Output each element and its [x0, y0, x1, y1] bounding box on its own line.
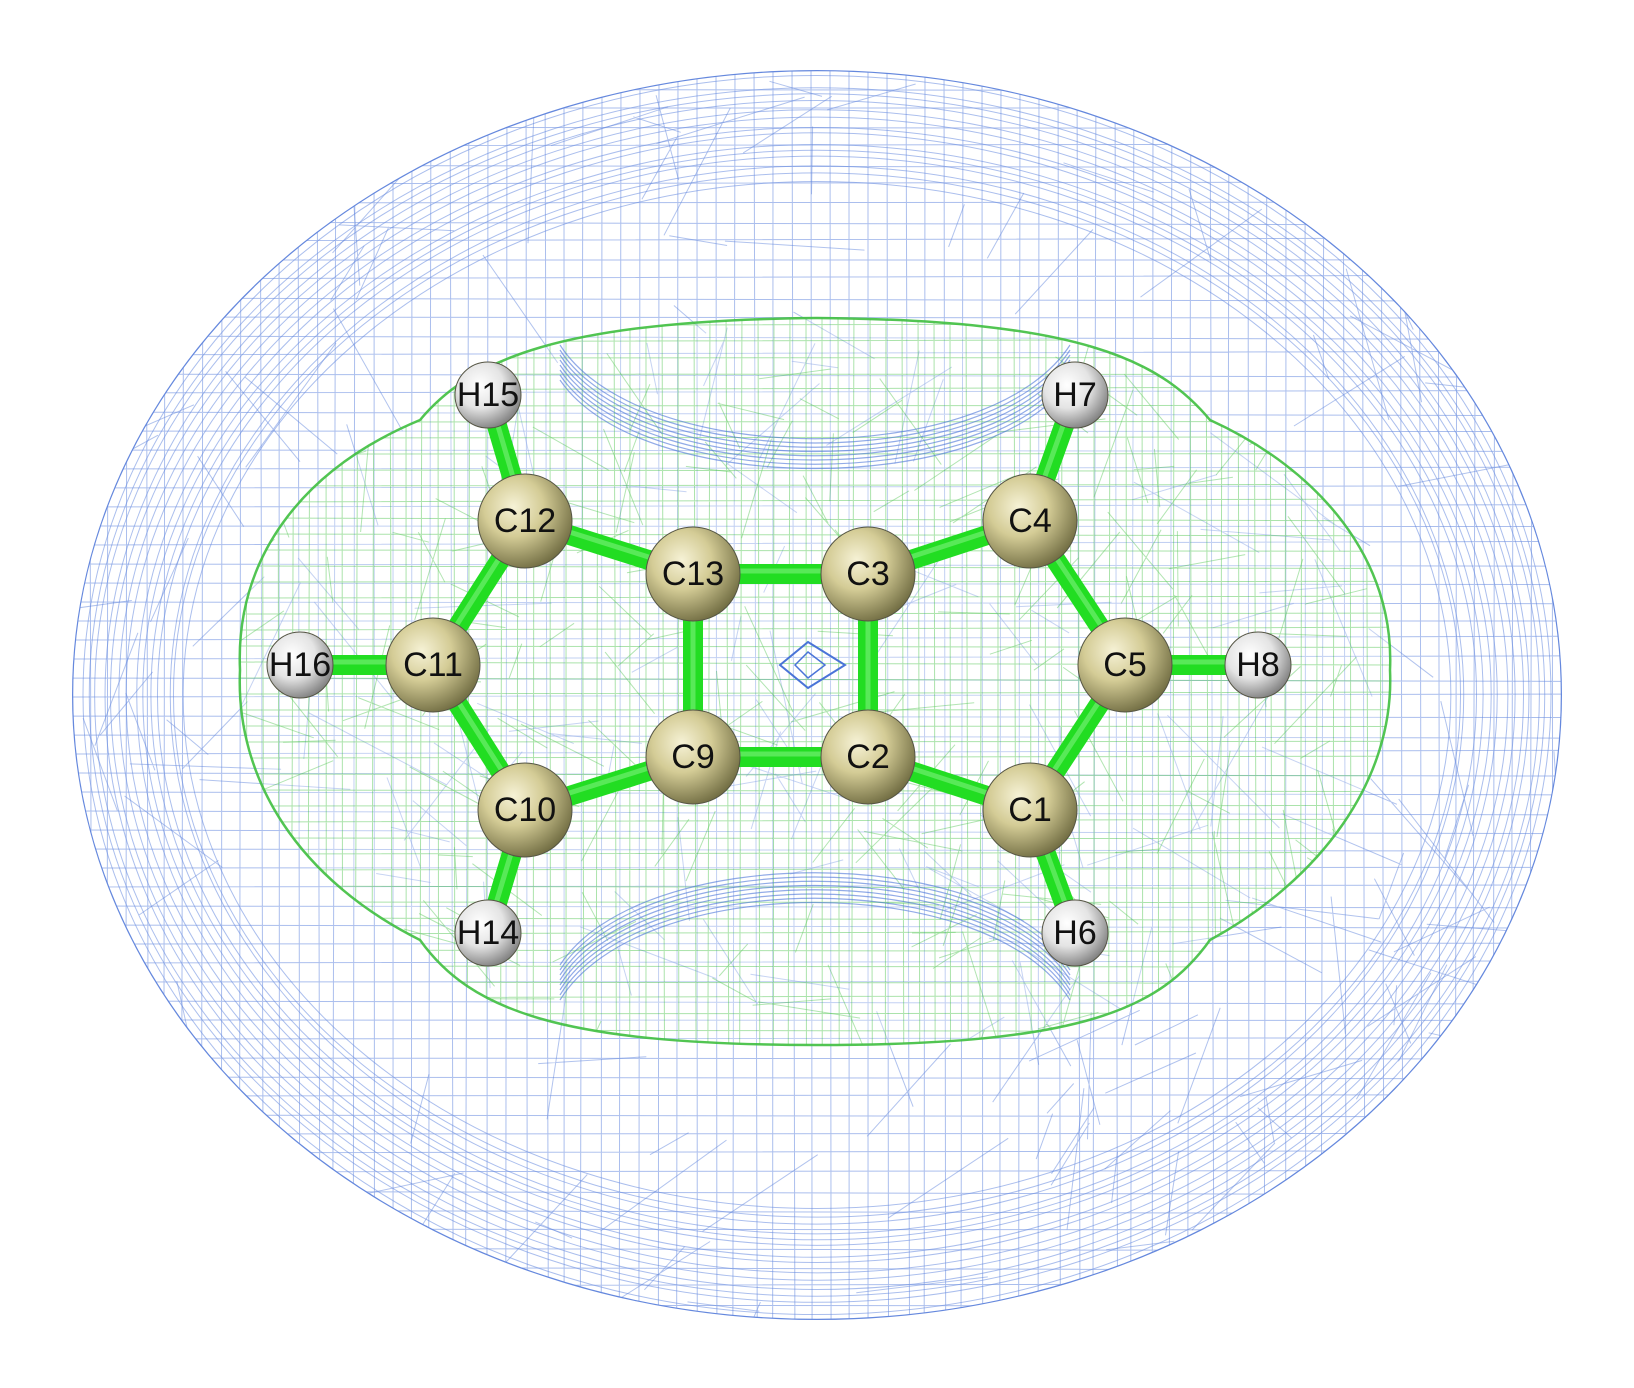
atom-sphere[interactable] [1041, 899, 1109, 967]
isosurface-depression [559, 897, 1071, 996]
atom-sphere[interactable] [1041, 361, 1109, 429]
atom-c3[interactable]: C3 [820, 526, 916, 622]
isosurface-depression [559, 364, 1071, 457]
atom-label: C11 [403, 646, 463, 684]
atom-h14[interactable]: H14 [454, 899, 522, 967]
atom-label: H7 [1053, 376, 1096, 414]
isosurface-depression [559, 359, 1071, 453]
atom-c10[interactable]: C10 [477, 762, 573, 858]
atom-c13[interactable]: C13 [645, 526, 741, 622]
atom-label: C10 [494, 791, 556, 829]
atom-label: H6 [1053, 914, 1096, 952]
atom-sphere[interactable] [477, 473, 573, 569]
isosurface-depression [559, 354, 1071, 448]
isosurface-depression [559, 884, 1071, 981]
atom-label: C4 [1008, 502, 1051, 540]
atom-label: H15 [457, 376, 519, 414]
isosurface-depression [559, 880, 1071, 976]
atom-sphere[interactable] [982, 473, 1078, 569]
atom-sphere[interactable] [820, 526, 916, 622]
atom-label: H14 [457, 914, 519, 952]
isosurface-depression [559, 344, 1071, 440]
atom-label: C13 [662, 555, 724, 593]
atom-sphere[interactable] [266, 631, 334, 699]
ring-center-marker [778, 640, 847, 690]
atom-label: C3 [846, 555, 889, 593]
isosurface-depression [559, 889, 1071, 986]
atom-label: C1 [1008, 791, 1051, 829]
atom-h16[interactable]: H16 [266, 631, 334, 699]
isosurface-depression [559, 374, 1071, 465]
atom-sphere[interactable] [820, 709, 916, 805]
isosurface-depression [559, 901, 1071, 1001]
atom-sphere[interactable] [1224, 631, 1292, 699]
isosurface-depression [559, 349, 1071, 444]
isosurface-depression [559, 893, 1071, 991]
atom-sphere[interactable] [454, 899, 522, 967]
isosurface-depression [559, 872, 1071, 966]
atom-label: C5 [1103, 646, 1146, 684]
atom-c12[interactable]: C12 [477, 473, 573, 569]
atom-h7[interactable]: H7 [1041, 361, 1109, 429]
atom-c5[interactable]: C5 [1077, 617, 1173, 713]
atom-c2[interactable]: C2 [820, 709, 916, 805]
atom-c1[interactable]: C1 [982, 762, 1078, 858]
isosurface-depression [559, 369, 1071, 461]
isosurface-depression [559, 379, 1071, 470]
atom-sphere[interactable] [982, 762, 1078, 858]
atom-c9[interactable]: C9 [645, 709, 741, 805]
atom-sphere[interactable] [385, 617, 481, 713]
atom-c4[interactable]: C4 [982, 473, 1078, 569]
atom-label: C2 [846, 738, 889, 776]
atom-sphere[interactable] [454, 361, 522, 429]
atom-sphere[interactable] [645, 709, 741, 805]
atom-label: C9 [671, 738, 714, 776]
atom-sphere[interactable] [1077, 617, 1173, 713]
atom-h8[interactable]: H8 [1224, 631, 1292, 699]
atom-sphere[interactable] [645, 526, 741, 622]
atom-sphere[interactable] [477, 762, 573, 858]
atom-label: C12 [494, 502, 556, 540]
atom-label: H8 [1236, 646, 1279, 684]
atom-c11[interactable]: C11 [385, 617, 481, 713]
atom-label: H16 [269, 646, 331, 684]
atom-h6[interactable]: H6 [1041, 899, 1109, 967]
isosurface-depression [559, 876, 1071, 971]
atom-h15[interactable]: H15 [454, 361, 522, 429]
